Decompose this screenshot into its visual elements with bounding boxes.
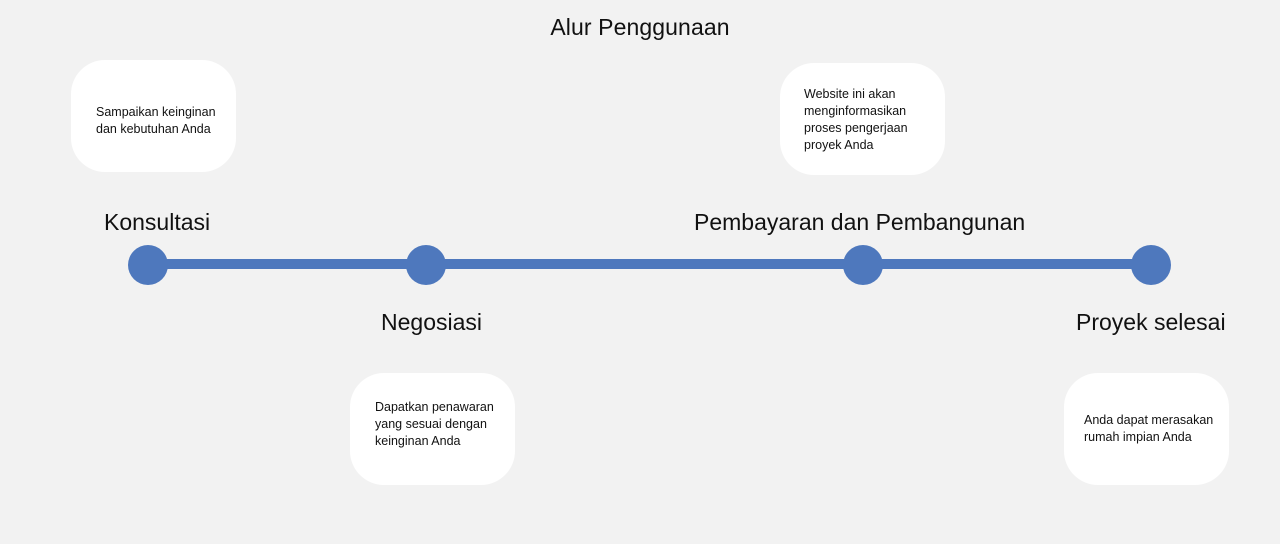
step-label-negosiasi: Negosiasi — [381, 309, 482, 335]
step-label-konsultasi: Konsultasi — [104, 209, 211, 235]
step-description-negosiasi: Dapatkan penawaran yang sesuai dengan ke… — [375, 400, 494, 448]
step-label-pembayaran: Pembayaran dan Pembangunan — [694, 209, 1026, 235]
step-card-konsultasi: Sampaikan keinginan dan kebutuhan Anda — [71, 60, 236, 172]
step-label-selesai: Proyek selesai — [1076, 309, 1226, 335]
timeline-node-pembayaran — [843, 245, 883, 285]
diagram-title: Alur Penggunaan — [550, 14, 730, 40]
step-description-selesai: Anda dapat merasakan rumah impian Anda — [1084, 413, 1214, 444]
step-description-konsultasi: Sampaikan keinginan dan kebutuhan Anda — [96, 105, 216, 136]
timeline-node-konsultasi — [128, 245, 168, 285]
timeline-line — [148, 259, 1151, 269]
step-card-pembayaran: Website ini akan menginformasikan proses… — [780, 63, 945, 175]
step-card-selesai: Anda dapat merasakan rumah impian Anda — [1064, 373, 1229, 485]
timeline-node-negosiasi — [406, 245, 446, 285]
step-card-negosiasi: Dapatkan penawaran yang sesuai dengan ke… — [350, 373, 515, 485]
timeline-node-selesai — [1131, 245, 1171, 285]
step-description-pembayaran: Website ini akan menginformasikan proses… — [804, 87, 908, 152]
